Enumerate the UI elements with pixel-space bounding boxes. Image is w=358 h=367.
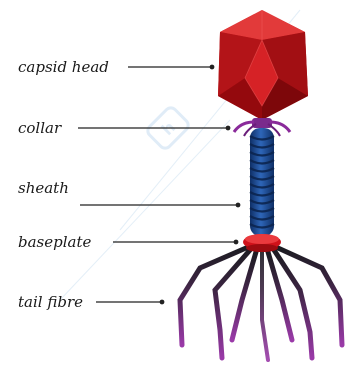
capsid-head bbox=[218, 10, 308, 120]
baseplate bbox=[243, 234, 281, 252]
leader-lines bbox=[78, 67, 238, 302]
collar-label: collar bbox=[18, 119, 62, 137]
tail-fibre-label: tail fibre bbox=[18, 293, 83, 311]
sheath-label: sheath bbox=[18, 179, 69, 197]
tail-sheath bbox=[250, 128, 274, 236]
baseplate-label: baseplate bbox=[18, 233, 91, 251]
capsid-head-label: capsid head bbox=[18, 58, 109, 76]
tail-fibres bbox=[180, 248, 342, 360]
